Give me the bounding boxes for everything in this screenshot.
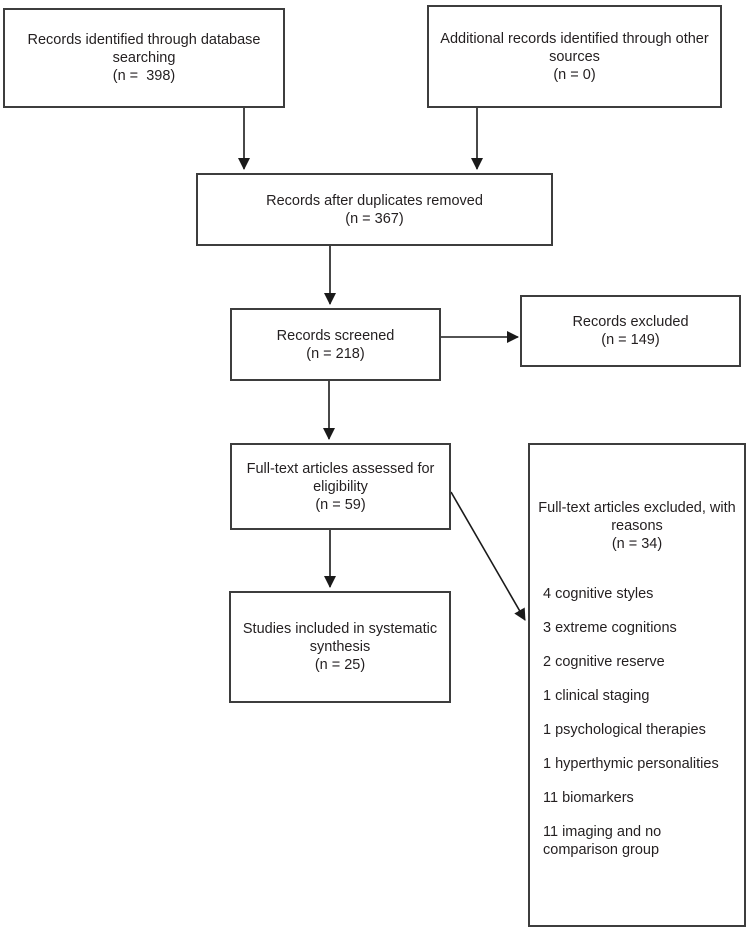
box-records-after-duplicates-removed: Records after duplicates removed (n = 36… <box>196 173 553 246</box>
exclusion-reason-item: 11 imaging and no comparison group <box>543 824 662 858</box>
box-line: searching <box>112 50 176 66</box>
box-line: Studies included in systematic <box>242 621 438 637</box>
arrow-fulltext-to-excluded-reasons <box>450 491 526 621</box>
exclusion-heading: Full-text articles excluded, with reason… <box>530 499 744 553</box>
exclusion-reason-item: 11 biomarkers <box>543 790 634 806</box>
exclusion-reason-item: 1 clinical staging <box>543 688 650 704</box>
box-line: eligibility <box>313 478 368 495</box>
box-line: Full-text articles assessed for <box>246 460 435 477</box>
box-count: (n = 25) <box>314 657 366 673</box>
box-count: (n = 218) <box>306 345 365 362</box>
exclusion-reason-item: 1 hyperthymic personalities <box>543 756 719 772</box>
exclusion-reason-item: 2 cognitive reserve <box>543 654 665 670</box>
box-line: Full-text articles excluded, with <box>538 500 736 516</box>
box-count: (n = 398) <box>112 68 176 84</box>
box-line: synthesis <box>309 639 371 655</box>
box-line: Records after duplicates removed <box>266 192 483 209</box>
exclusion-reason-item: 1 psychological therapies <box>543 722 706 738</box>
box-line: sources <box>549 48 600 65</box>
box-line: Records screened <box>276 327 395 344</box>
box-additional-records-other-sources: Additional records identified through ot… <box>427 5 722 108</box>
exclusion-reason-list: 4 cognitive styles 3 extreme cognitions … <box>530 585 744 859</box>
box-fulltext-assessed: Full-text articles assessed for eligibil… <box>230 443 451 530</box>
box-line: Records identified through database <box>27 32 261 48</box>
box-count: (n = 59) <box>315 496 366 513</box>
box-records-screened: Records screened (n = 218) <box>230 308 441 381</box>
box-fulltext-excluded-reasons: Full-text articles excluded, with reason… <box>528 443 746 927</box>
box-line: Additional records identified through ot… <box>440 30 709 47</box>
exclusion-reason-item: 3 extreme cognitions <box>543 620 677 636</box>
box-count: (n = 149) <box>601 332 660 348</box>
box-count: (n = 34) <box>611 536 663 552</box>
exclusion-reason-item: 4 cognitive styles <box>543 586 654 602</box>
box-count: (n = 367) <box>345 210 404 227</box>
box-records-identified-database: Records identified through database sear… <box>3 8 285 108</box>
box-line: Records excluded <box>572 314 689 330</box>
box-count: (n = 0) <box>553 66 596 83</box>
box-line: reasons <box>611 518 663 534</box>
box-records-excluded: Records excluded (n = 149) <box>520 295 741 367</box>
box-studies-included: Studies included in systematic synthesis… <box>229 591 451 703</box>
